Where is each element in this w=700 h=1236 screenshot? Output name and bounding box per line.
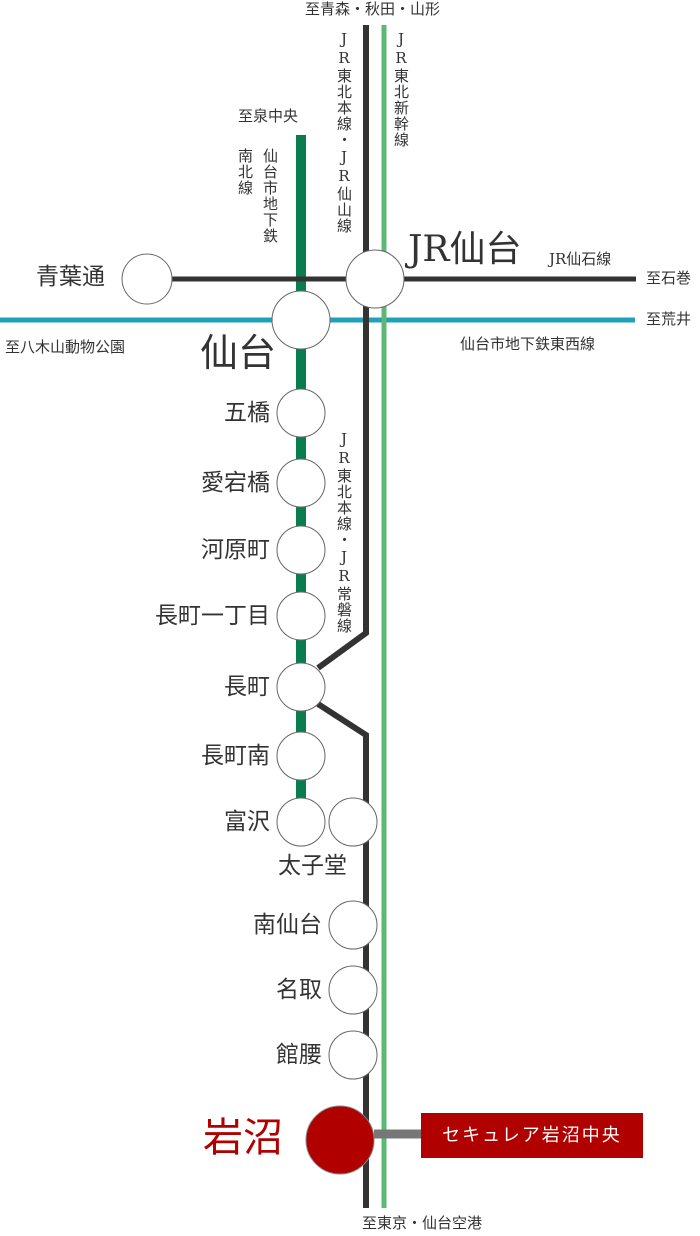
station-label-iwanuma: 岩沼 (203, 1115, 283, 1161)
station-label-aobadori: 青葉通 (36, 264, 105, 290)
station-label-atagobashi: 愛宕橋 (201, 470, 270, 496)
station-label-nagamachi: 長町 (224, 674, 270, 700)
station-marker-nagamachi-minami[interactable] (276, 731, 326, 781)
station-marker-natori[interactable] (328, 965, 378, 1015)
line-label-jr-tohoku-joban: JR東北本線・JR常磐線 (335, 430, 353, 634)
station-marker-nagamachi-itchome[interactable] (276, 591, 326, 641)
station-label-nagamachi-minami: 長町南 (201, 743, 270, 769)
station-marker-sendai[interactable] (271, 290, 331, 350)
station-label-nagamachi-itchome: 長町一丁目 (155, 603, 270, 629)
station-marker-minami-sendai[interactable] (328, 900, 378, 950)
station-marker-jr-sendai[interactable] (345, 249, 405, 309)
station-marker-aobadori[interactable] (121, 253, 173, 305)
station-marker-kawaramachi[interactable] (276, 525, 326, 575)
station-label-minami-sendai: 南仙台 (253, 912, 322, 938)
station-marker-atagobashi[interactable] (276, 458, 326, 508)
station-marker-taishido[interactable] (328, 797, 378, 847)
line-label-tozai: 仙台市地下鉄東西線 (460, 335, 596, 353)
station-label-taishido: 太子堂 (278, 853, 347, 879)
line-label-jr-tohoku-senzan: JR東北本線・JR仙山線 (335, 30, 353, 234)
station-label-sendai: 仙台 (200, 331, 277, 375)
direction-south: 至東京・仙台空港 (362, 1214, 483, 1232)
direction-yagiyama: 至八木山動物公園 (5, 338, 126, 356)
station-label-itsutsubashi: 五橋 (224, 400, 270, 426)
line-label-shinkansen: JR東北新幹線 (392, 30, 410, 148)
direction-north: 至青森・秋田・山形 (305, 0, 441, 18)
line-label-senseki: JR仙石線 (549, 250, 612, 268)
property-label: セキュレア岩沼中央 (442, 1125, 622, 1146)
station-marker-nagamachi[interactable] (276, 662, 326, 712)
line-label-namboku-b: 南北線 (236, 148, 254, 196)
direction-arai: 至荒井 (646, 310, 692, 328)
station-label-kawaramachi: 河原町 (201, 537, 270, 563)
direction-izumi-chuo: 至泉中央 (238, 107, 299, 125)
station-label-jr-sendai: JR仙台 (408, 229, 522, 270)
jr-tohoku-line (316, 25, 369, 671)
property-box (421, 1113, 643, 1158)
station-marker-tomizawa[interactable] (276, 797, 326, 847)
line-label-namboku-a: 仙台市地下鉄 (261, 148, 279, 244)
station-marker-itsutsubashi[interactable] (276, 388, 326, 438)
station-label-tomizawa: 富沢 (224, 809, 270, 835)
direction-ishinomaki: 至石巻 (646, 269, 692, 287)
station-marker-iwanuma[interactable] (305, 1105, 375, 1175)
station-label-natori: 名取 (276, 977, 322, 1003)
station-label-tatekoshi: 館腰 (276, 1042, 322, 1068)
station-marker-tatekoshi[interactable] (328, 1030, 378, 1080)
